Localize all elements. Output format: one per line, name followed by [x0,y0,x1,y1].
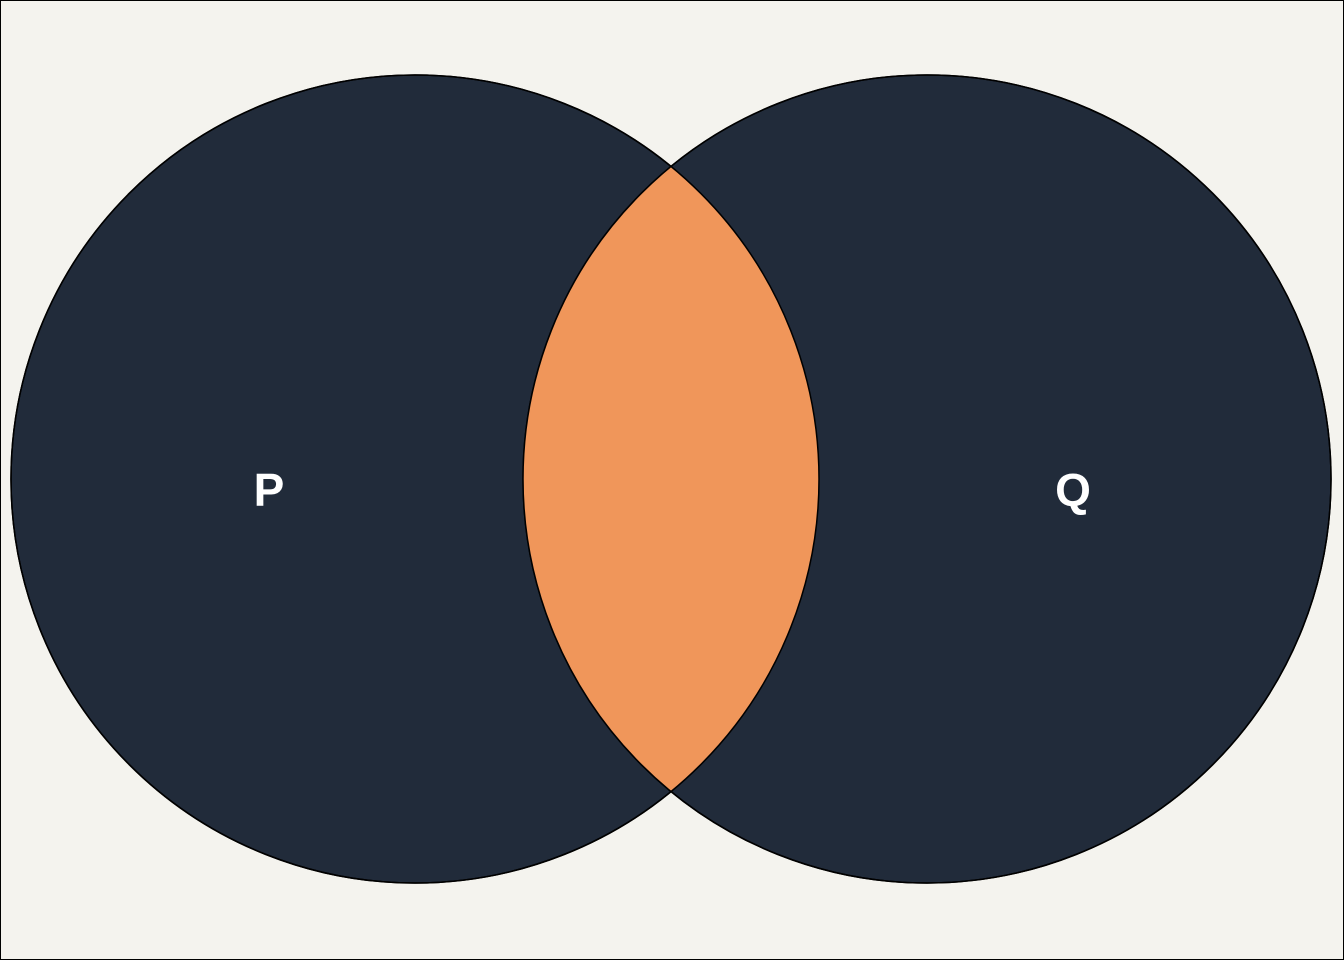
set-q-label: Q [1055,464,1091,516]
set-p-outline [10,74,820,884]
set-p-label: P [254,464,285,516]
set-q-outline [522,74,1332,884]
intersection-region [523,75,819,883]
